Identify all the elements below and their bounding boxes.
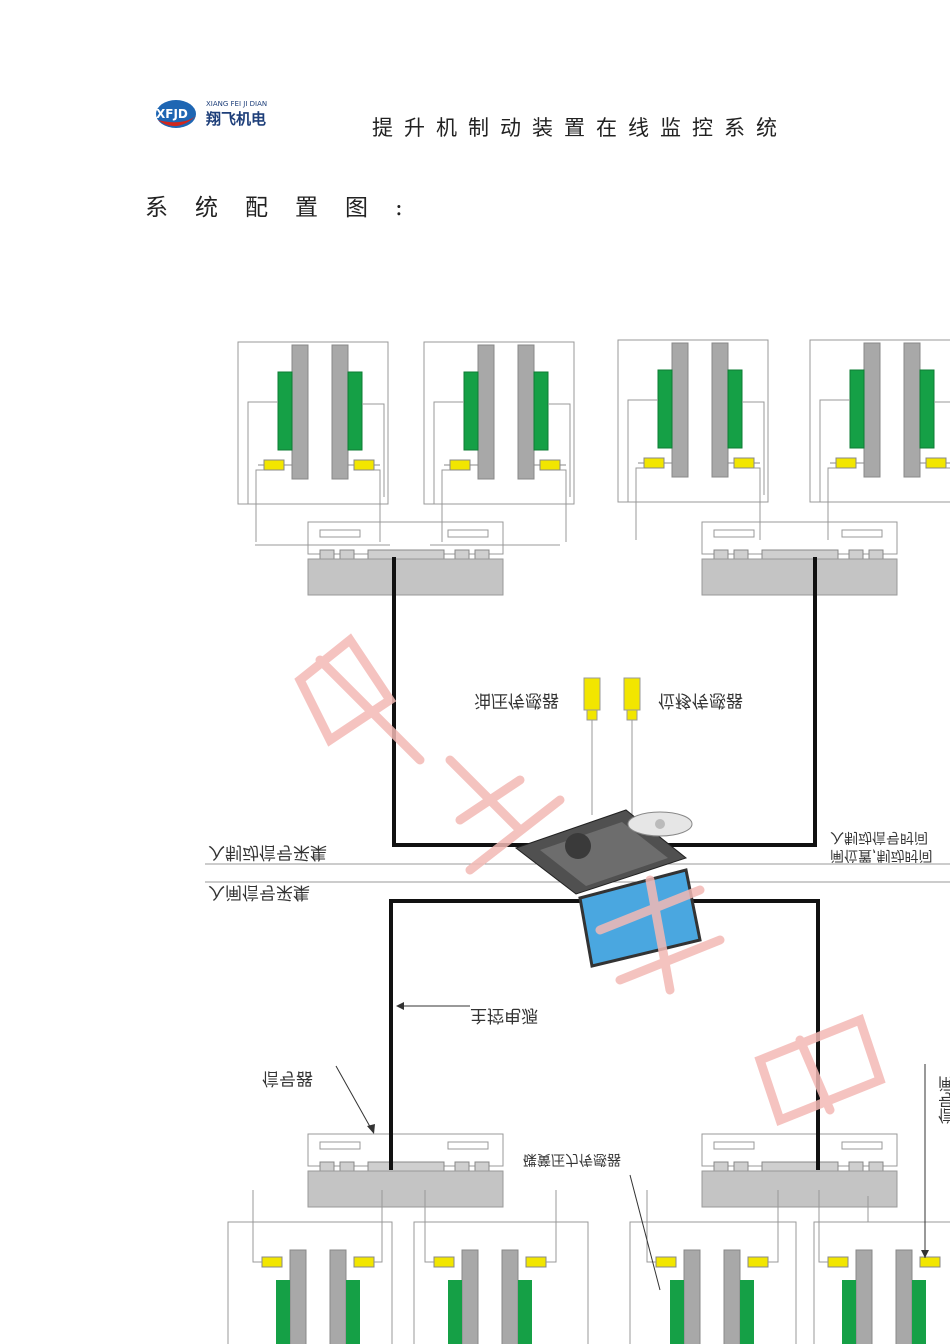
input-brake-signal-label: 入制动信号采集: [208, 842, 327, 862]
brake-unit-bottom-left-1: [227, 1190, 393, 1344]
laptop-icon: [514, 809, 702, 968]
oil-pressure-sensor-device: [583, 677, 601, 815]
watermark: [294, 633, 886, 1126]
wire: [867, 1196, 950, 1223]
brake-sensor-pointer: [629, 1174, 661, 1291]
brake-unit-top-left-1: [237, 341, 389, 543]
logo-text-main: 翔飞机电: [205, 110, 266, 128]
brake-unit-bottom-right-1: [629, 1190, 797, 1344]
main-power-arrow: [396, 1002, 404, 1010]
logo-text-top: XIANG FEI JI DIAN: [206, 100, 267, 108]
displacement-sensor-device: [623, 677, 641, 815]
xfjd-logo-icon: XFJD XIANG FEI JI DIAN 翔飞机电: [156, 100, 267, 128]
input-right-label: 入制动信号时间: [830, 829, 928, 845]
junction-box-top-right: [701, 521, 898, 596]
main-power-label: 主控电源: [470, 1005, 538, 1025]
cable-bottom-left: [389, 899, 580, 1170]
document-title: 提升机制动装置在线监控系统: [372, 116, 788, 140]
brake-unit-top-right-2: [809, 339, 950, 541]
signal-box-arrow: [367, 1124, 375, 1134]
brake-unit-bottom-left-2: [413, 1190, 589, 1344]
junction-box-top-left: [307, 521, 504, 596]
section-heading: 系统配置图:: [145, 195, 430, 221]
input-gate-signal-label: 入闸信号采集: [208, 882, 310, 902]
right-edge-label: 信号闸: [935, 1076, 950, 1124]
input-right-label-2: 闸位置,制动时间: [830, 847, 933, 863]
brake-unit-top-right-1: [617, 339, 769, 541]
brake-unit-top-left-2: [423, 341, 575, 543]
displacement-sensor-label: 位移传感器: [658, 690, 743, 710]
oil-pressure-sensor-label: 油压传感器: [474, 690, 559, 710]
brake-sensor-label: 碟簧压力传感器: [523, 1151, 621, 1167]
signal-box-label: 信号器: [262, 1068, 313, 1088]
logo-mark: XFJD: [156, 107, 188, 121]
company-logo: XFJD XIANG FEI JI DIAN 翔飞机电: [152, 94, 282, 134]
brake-unit-bottom-right-2: [813, 1190, 950, 1344]
cable-top-right: [660, 557, 817, 847]
junction-box-bottom-left: [307, 1133, 504, 1208]
signal-box-pointer: [335, 1065, 374, 1133]
pointer-arrow: [921, 1250, 929, 1258]
